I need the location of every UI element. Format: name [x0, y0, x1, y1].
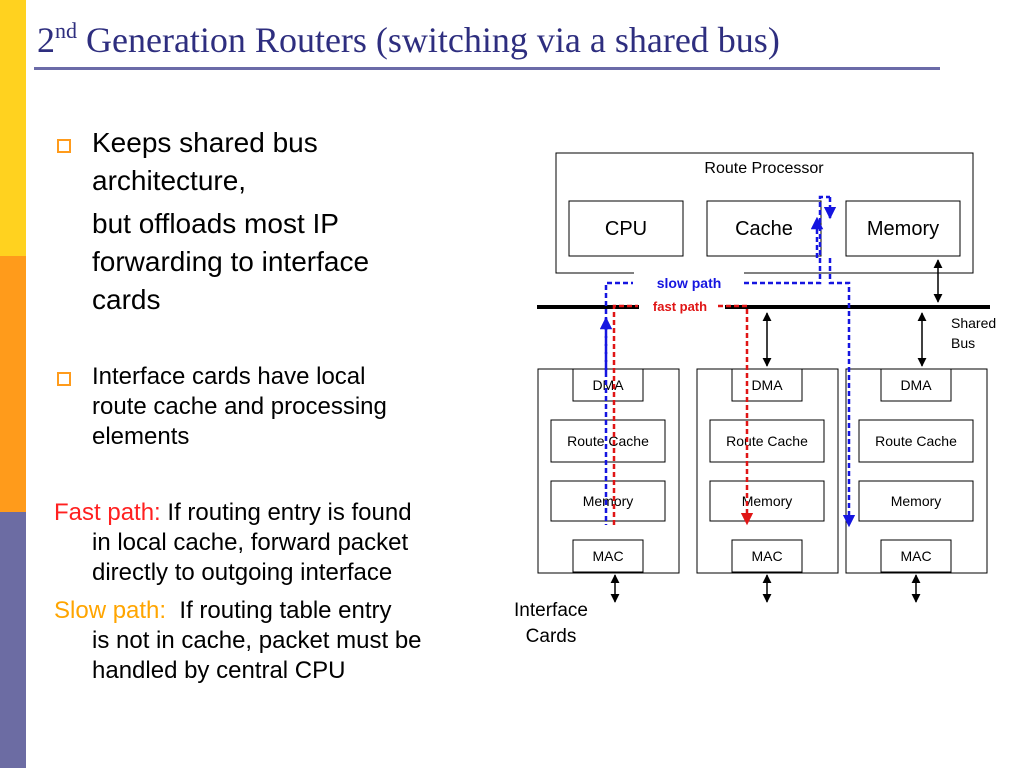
- route-processor-label: Route Processor: [704, 160, 824, 177]
- slow-path-line: is not in cache, packet must be: [92, 627, 422, 654]
- slow-path-arrow: [828, 258, 856, 528]
- sidebar-stripe-purple: [0, 512, 26, 768]
- bullet-1-line: Keeps shared bus: [92, 127, 318, 158]
- interface-card: DMA Route Cache Memory MAC: [845, 368, 988, 574]
- memory-label: Memory: [867, 218, 939, 240]
- slide-title: 2nd Generation Routers (switching via a …: [37, 20, 780, 60]
- title-superscript: nd: [55, 18, 77, 43]
- bullet-2-line: elements: [92, 423, 190, 450]
- slow-path-label: Slow path:: [54, 597, 167, 624]
- bullet-1-cont-line: forwarding to interface: [92, 246, 370, 277]
- fast-path-label-bg: [639, 298, 725, 316]
- fast-path-paragraph: Fast path: If routing entry is found in …: [54, 498, 412, 588]
- bullet-1-continuation: but offloads most IP forwarding to inter…: [92, 205, 369, 319]
- fast-path-line: [612, 304, 638, 525]
- svg-text:DMA: DMA: [751, 377, 783, 393]
- fast-path-label: Fast path:: [54, 499, 161, 526]
- interface-card: DMA Route Cache Memory MAC: [537, 368, 680, 574]
- svg-text:DMA: DMA: [592, 377, 624, 393]
- bullet-square-icon: [57, 372, 71, 386]
- bullet-2-line: Interface cards have local: [92, 363, 366, 390]
- svg-text:MAC: MAC: [751, 548, 782, 564]
- bullet-2-text: Interface cards have local route cache a…: [92, 362, 387, 452]
- bullet-1-cont-line: but offloads most IP: [92, 208, 339, 239]
- fast-path-line: in local cache, forward packet: [92, 529, 409, 556]
- cache-label: Cache: [735, 218, 793, 240]
- bullet-2-line: route cache and processing: [92, 393, 387, 420]
- svg-text:DMA: DMA: [900, 377, 932, 393]
- interface-card: DMA Route Cache Memory MAC: [696, 368, 839, 574]
- title-underline: [34, 67, 940, 70]
- slow-path-label-bg: [634, 270, 744, 296]
- svg-text:Route Cache: Route Cache: [567, 433, 649, 449]
- svg-text:Route Cache: Route Cache: [726, 433, 808, 449]
- svg-text:Memory: Memory: [891, 493, 942, 509]
- cpu-box: [568, 200, 684, 257]
- sidebar-stripe-yellow: [0, 0, 26, 256]
- fast-path-diagram-label: fast path: [653, 299, 707, 314]
- svg-text:Memory: Memory: [742, 493, 793, 509]
- fast-path-line: directly to outgoing interface: [92, 559, 393, 586]
- slow-path-line: [604, 281, 633, 370]
- svg-text:MAC: MAC: [900, 548, 931, 564]
- svg-text:MAC: MAC: [592, 548, 623, 564]
- cache-box: [706, 200, 822, 257]
- bullet-1-line: architecture,: [92, 165, 247, 196]
- slow-path-diagram-label: slow path: [657, 275, 722, 291]
- bullet-1-cont-line: cards: [92, 284, 161, 315]
- bullet-1-text: Keeps shared bus architecture,: [92, 124, 318, 200]
- svg-text:Route Cache: Route Cache: [875, 433, 957, 449]
- bullet-square-icon: [57, 139, 71, 153]
- sidebar-stripe-orange: [0, 256, 26, 512]
- slow-path-line: handled by central CPU: [92, 657, 346, 684]
- memory-box: [845, 200, 961, 257]
- title-prefix: 2: [37, 20, 55, 60]
- fast-path-line: If routing entry is found: [160, 499, 412, 526]
- fast-path-arrow: [718, 304, 754, 526]
- cpu-label: CPU: [605, 218, 647, 240]
- title-rest: Generation Routers (switching via a shar…: [77, 20, 780, 60]
- slow-path-line: If routing table entry: [166, 597, 392, 624]
- slow-path-paragraph: Slow path: If routing table entry is not…: [54, 596, 422, 686]
- svg-text:Memory: Memory: [583, 493, 634, 509]
